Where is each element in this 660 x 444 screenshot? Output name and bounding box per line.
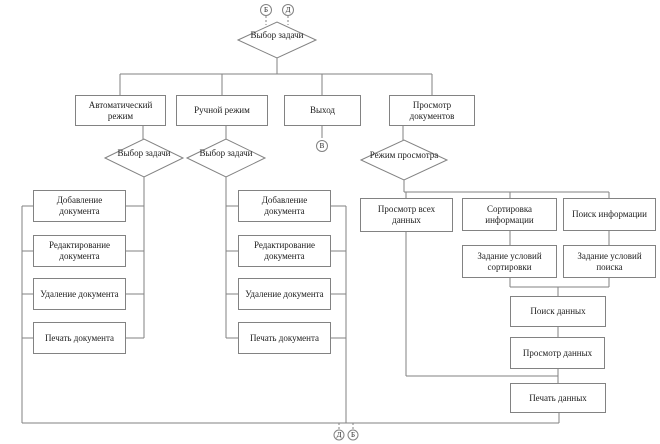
box-auto-edit: Редактирование документа [33, 235, 126, 267]
box-view-docs: Просмотр документов [389, 95, 475, 126]
connector-circle-bottom-right [347, 429, 359, 441]
connector-circle-bottom-left [333, 429, 345, 441]
box-manual-print: Печать документа [238, 322, 331, 354]
box-manual-edit: Редактирование документа [238, 235, 331, 267]
box-manual-delete: Удаление документа [238, 278, 331, 310]
box-search-cond: Задание условий поиска [563, 245, 656, 278]
box-auto-print: Печать документа [33, 322, 126, 354]
box-manual-add: Добавление документа [238, 190, 331, 222]
diamond-choice-manual [185, 138, 267, 178]
box-exit: Выход [284, 95, 361, 126]
box-view-data: Просмотр данных [510, 337, 605, 369]
diamond-view-mode [359, 139, 449, 181]
box-print-data: Печать данных [510, 383, 606, 413]
box-auto-delete: Удаление документа [33, 278, 126, 310]
connector-circle-top-left [260, 4, 272, 16]
connector-circle-top-right [282, 4, 294, 16]
box-sort-cond: Задание условий сортировки [462, 245, 557, 278]
connector-circle-exit [316, 140, 328, 152]
diamond-choice-main [236, 21, 318, 59]
box-search-info: Поиск информации [563, 198, 656, 231]
box-view-all: Просмотр всех данных [360, 198, 453, 232]
box-search-data: Поиск данных [510, 296, 606, 327]
box-auto-add: Добавление документа [33, 190, 126, 222]
box-manual-mode: Ручной режим [176, 95, 268, 126]
diamond-choice-auto [103, 138, 185, 178]
box-auto-mode: Автоматический режим [75, 95, 166, 126]
box-sort-info: Сортировка информации [462, 198, 557, 231]
